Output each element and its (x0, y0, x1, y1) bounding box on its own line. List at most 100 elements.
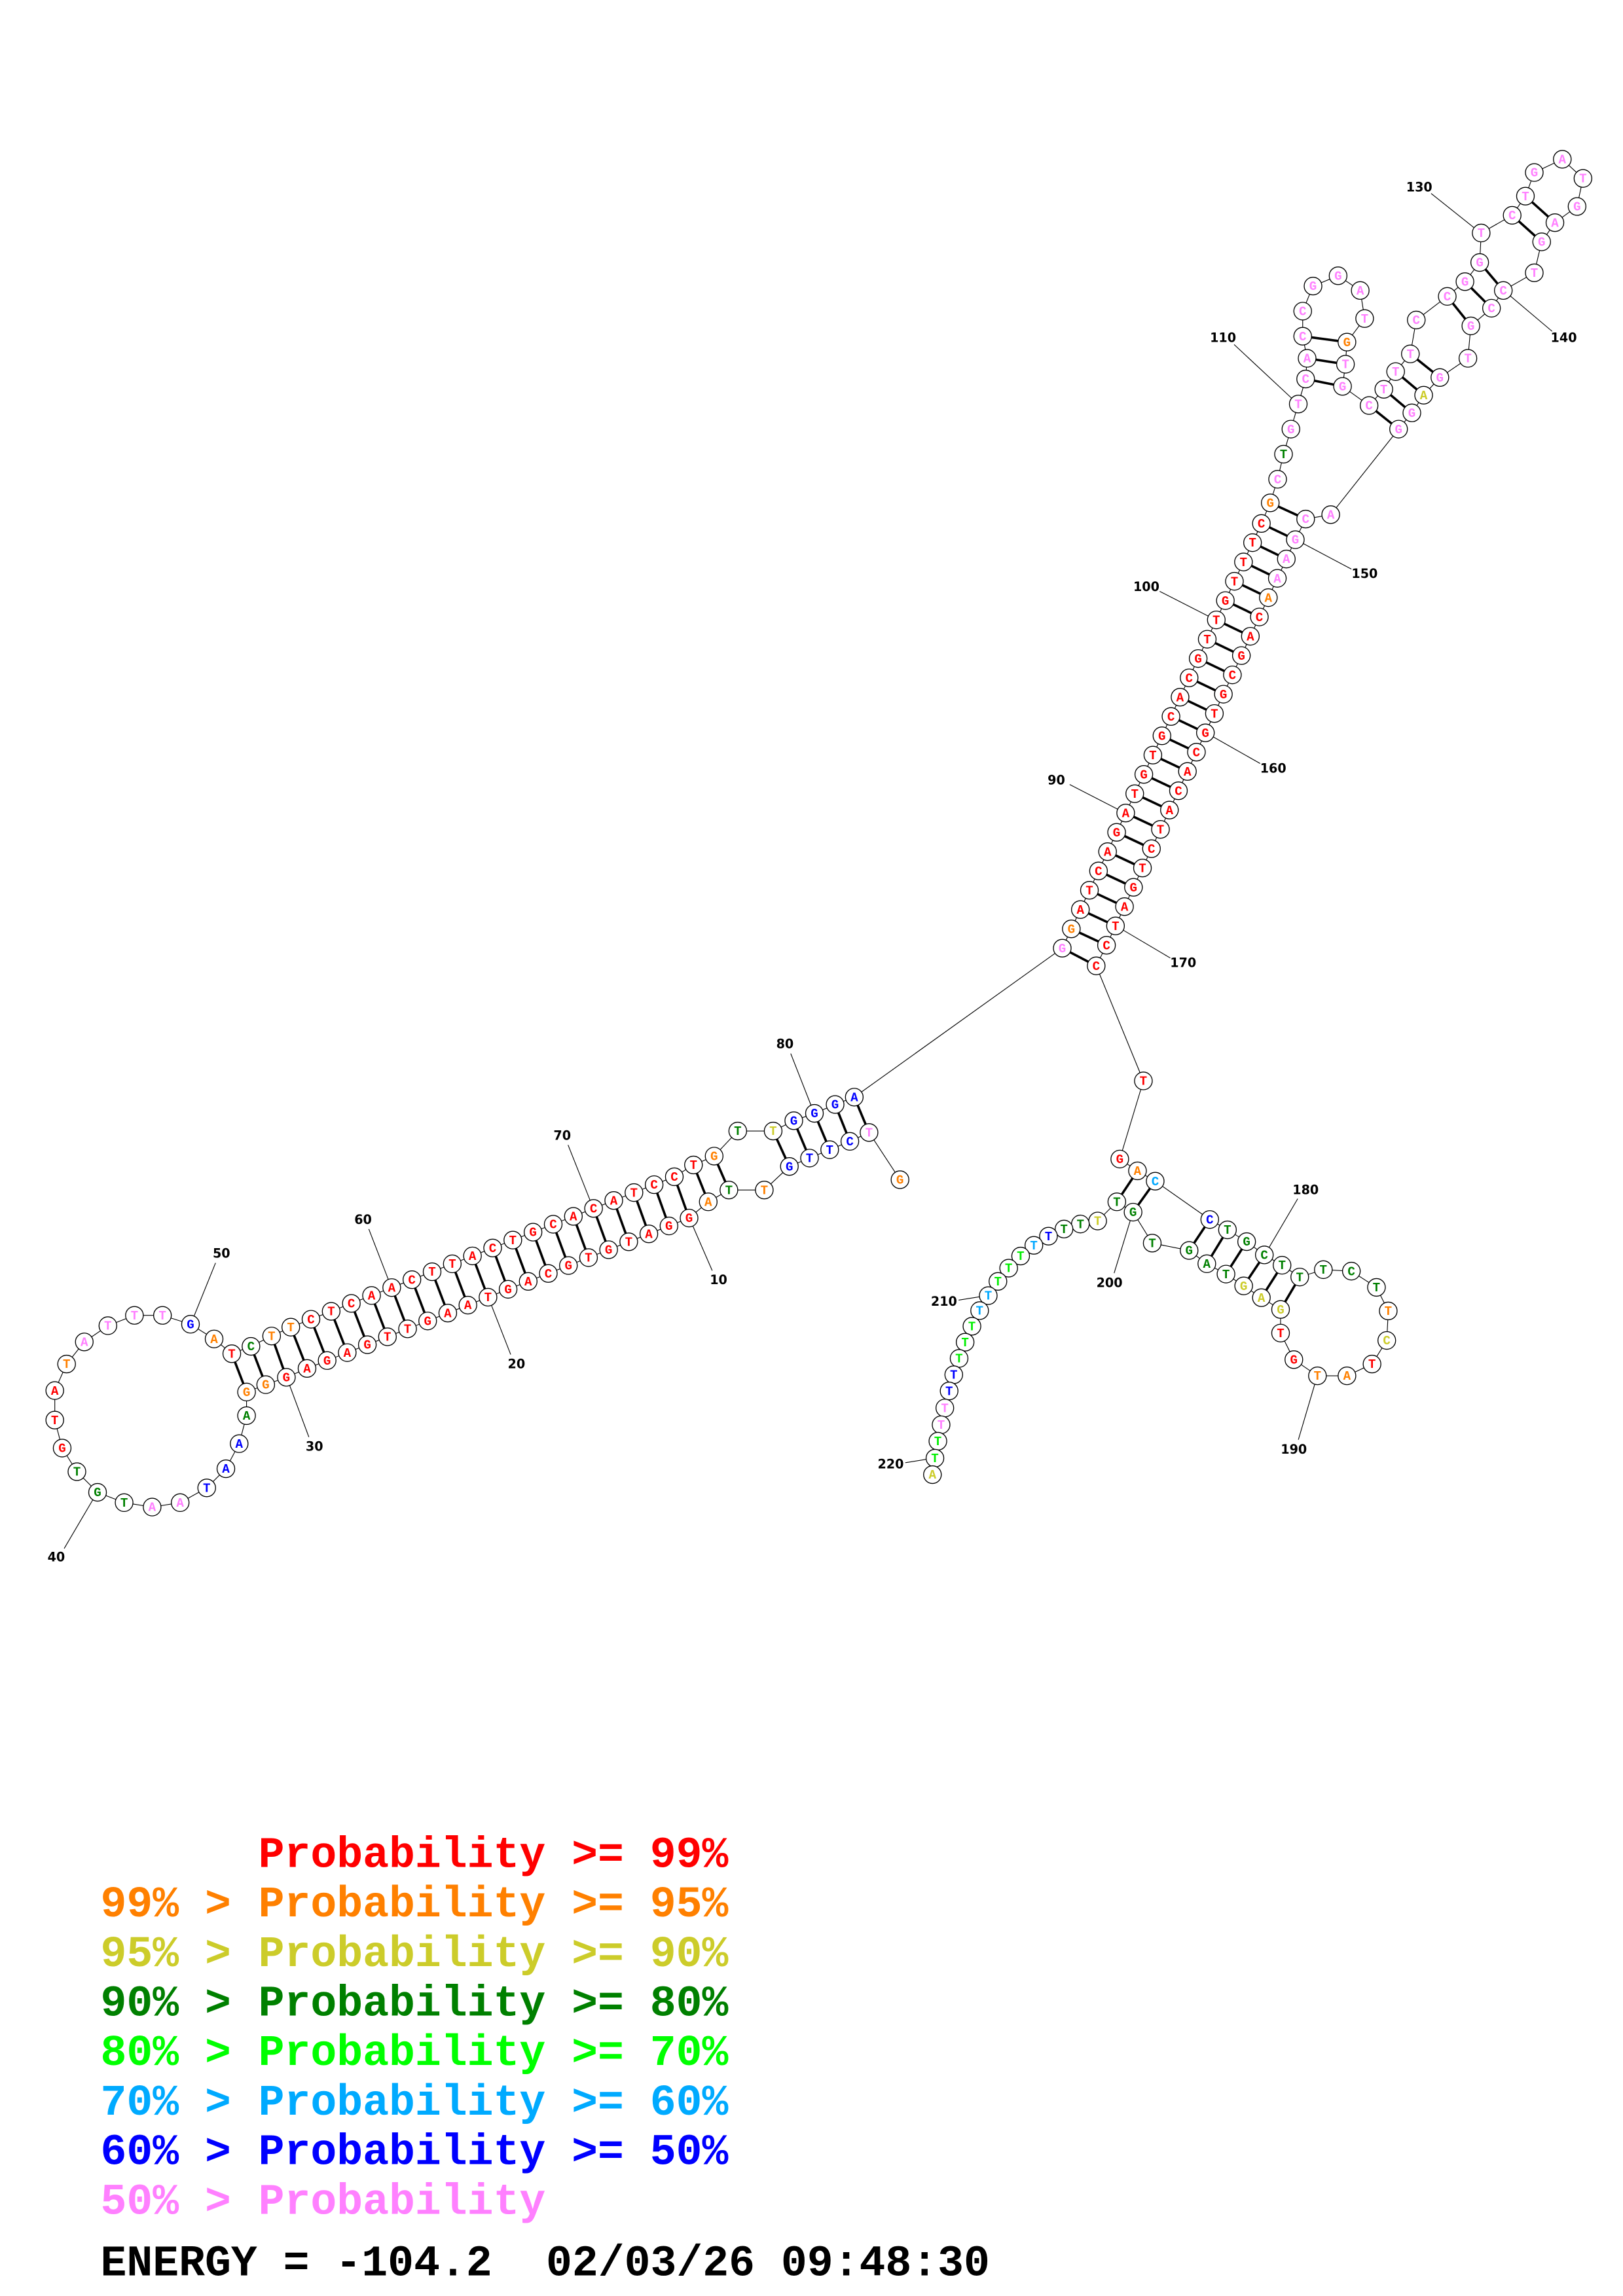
nucleotide-circle (763, 1121, 783, 1141)
nucleotide-letter: G (1158, 729, 1166, 744)
nucleotide: T (935, 1399, 955, 1418)
nucleotide: C (1359, 396, 1379, 415)
nucleotide-letter: T (73, 1465, 81, 1480)
nucleotide: T (125, 1306, 144, 1325)
nucleotide: A (1545, 213, 1565, 232)
nucleotide-circle (1482, 298, 1501, 318)
position-leader-line (1233, 344, 1292, 399)
nucleotide-letter: T (1277, 1327, 1285, 1341)
nucleotide-letter: T (1531, 266, 1539, 281)
nucleotide-circle (1367, 1278, 1386, 1297)
nucleotide-letter: C (1499, 284, 1507, 298)
nucleotide: G (1338, 332, 1357, 351)
nucleotide-circle (1553, 150, 1572, 169)
nucleotide-letter: G (811, 1107, 818, 1121)
nucleotide-letter: T (585, 1251, 593, 1266)
nucleotide-circle (479, 1287, 498, 1307)
nucleotide-letter: T (1017, 1249, 1025, 1264)
position-label: 70 (553, 1128, 571, 1143)
nucleotide: G (1152, 726, 1171, 745)
nucleotide-letter: T (625, 1235, 632, 1249)
nucleotide-circle (989, 1272, 1008, 1291)
nucleotide-letter: T (725, 1183, 733, 1198)
nucleotide-circle (1024, 1236, 1044, 1255)
position-label: 180 (1292, 1183, 1319, 1198)
nucleotide-letter: G (1194, 652, 1202, 666)
nucleotide-circle (1281, 420, 1300, 439)
nucleotide-circle (281, 1318, 301, 1336)
nucleotide-letter: G (1339, 380, 1347, 394)
nucleotide-letter: C (348, 1297, 356, 1312)
nucleotide-letter: G (1467, 319, 1475, 334)
nucleotide-letter: C (1508, 209, 1516, 223)
nucleotide-letter: A (1104, 845, 1112, 859)
nucleotide-circle (1200, 1210, 1220, 1229)
nucleotide-circle (1243, 533, 1262, 552)
nucleotide: T (820, 1140, 839, 1159)
nucleotide: T (720, 1181, 739, 1200)
position-label: 80 (776, 1037, 794, 1052)
backbone-segment (868, 1132, 901, 1180)
nucleotide-circle (1231, 646, 1251, 665)
position-label: 20 (508, 1357, 526, 1372)
nucleotide-circle (1089, 861, 1108, 880)
nucleotide-letter: C (489, 1242, 497, 1256)
nucleotide-circle (237, 1406, 256, 1426)
nucleotide-circle (923, 1465, 942, 1484)
nucleotide: C (1223, 665, 1242, 685)
nucleotide-circle (1107, 823, 1126, 842)
nucleotide-letter: G (896, 1174, 904, 1188)
nucleotide-letter: T (734, 1124, 742, 1139)
nucleotide-letter: G (1266, 496, 1274, 511)
nucleotide: T (1273, 1255, 1292, 1275)
nucleotides: GTCTTGTTAGGATGTGCAGTAAGTTGAGAGGGAAATAATG… (45, 150, 1593, 1516)
nucleotide-circle (604, 1191, 623, 1210)
position-label: 90 (1048, 772, 1065, 787)
nucleotide: G (1231, 646, 1251, 665)
nucleotide-circle (890, 1170, 909, 1189)
nucleotide-circle (1545, 213, 1565, 232)
nucleotide-letter: T (961, 1336, 969, 1350)
position-leader-line (692, 1226, 713, 1271)
nucleotide-circle (1169, 781, 1188, 800)
nucleotide-circle (1039, 1227, 1058, 1246)
nucleotide-circle (1308, 1366, 1327, 1386)
nucleotide: A (143, 1498, 162, 1516)
nucleotide-circle (1377, 1331, 1396, 1350)
nucleotide-letter: A (1327, 508, 1335, 522)
nucleotide: C (1142, 839, 1161, 858)
nucleotide-circle (1461, 316, 1480, 336)
nucleotide-letter: T (690, 1158, 698, 1173)
nucleotide-letter: T (806, 1152, 813, 1166)
nucleotide-letter: G (283, 1371, 291, 1385)
nucleotide-circle (321, 1302, 341, 1321)
nucleotide: T (860, 1123, 879, 1142)
nucleotide: T (800, 1149, 819, 1168)
nucleotide: T (1080, 881, 1099, 900)
position-label: 190 (1281, 1442, 1307, 1457)
nucleotide: T (378, 1327, 397, 1346)
nucleotide-circle (418, 1312, 437, 1331)
base-pair-lines (230, 195, 1556, 1393)
nucleotide-circle (1124, 878, 1143, 897)
nucleotide: G (1261, 493, 1280, 512)
nucleotide-letter: C (1444, 290, 1451, 304)
nucleotide-circle (1273, 1255, 1292, 1275)
nucleotide: A (230, 1434, 249, 1453)
nucleotide: C (1161, 707, 1180, 726)
nucleotide-circle (1171, 687, 1190, 707)
nucleotide-circle (860, 1123, 879, 1142)
nucleotide-letter: G (187, 1318, 194, 1332)
nucleotide-letter: A (1121, 900, 1129, 914)
nucleotide-circle (665, 1167, 684, 1187)
nucleotide: C (543, 1215, 563, 1234)
nucleotide-letter: T (63, 1357, 71, 1372)
nucleotide-circle (1296, 369, 1315, 389)
nucleotide-circle (67, 1462, 86, 1481)
nucleotide: T (1107, 1193, 1127, 1211)
nucleotide: T (1472, 223, 1491, 243)
nucleotide-letter: T (1380, 383, 1388, 397)
nucleotide-circle (1128, 1161, 1147, 1181)
nucleotide-letter: C (1258, 517, 1266, 531)
nucleotide-circle (755, 1181, 774, 1200)
